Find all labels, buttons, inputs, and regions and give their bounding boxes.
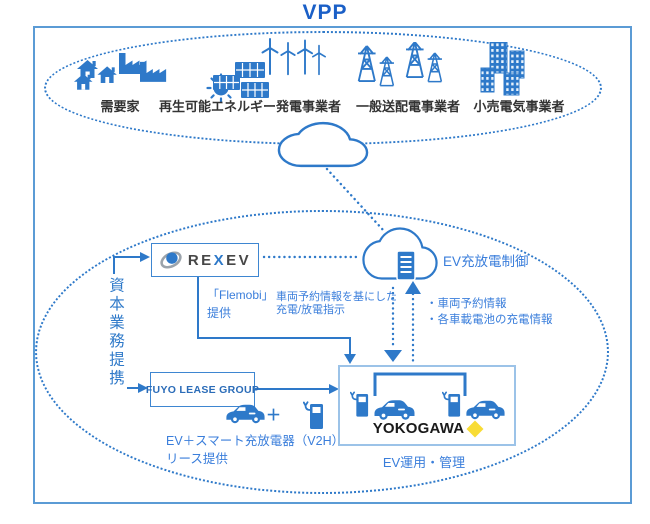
building-icon [503, 72, 520, 96]
transmission-tower-icon [405, 42, 424, 79]
car-icon [466, 400, 505, 420]
transmission-tower-icon [427, 52, 443, 83]
label-info-2: ・各車載電池の充電情報 [426, 314, 553, 326]
yokogawa-box: YOKOGAWA [338, 365, 516, 446]
fuyo-brand: FUYO LEASE GROUP [145, 383, 260, 396]
wind-turbine-icon [296, 39, 314, 75]
ev-charger-icon [442, 391, 461, 417]
rexev-brand: REXEV [188, 252, 251, 269]
ev-charger-icon [303, 401, 323, 429]
ev-charger-icon [350, 391, 369, 417]
house-icon [97, 66, 117, 83]
label-ev-operation: EV運用・管理 [382, 455, 466, 470]
label-lease-2: リース提供 [166, 452, 228, 466]
transmission-tower-icon [379, 56, 395, 87]
grid-cloud-icon [276, 121, 370, 168]
label-capital-alliance: 資本業務提携 [103, 274, 127, 391]
car-icon [226, 404, 265, 424]
yokogawa-brandrow: YOKOGAWA [340, 420, 514, 437]
transmission-tower-icon [357, 45, 376, 83]
label-renewable: 再生可能エネルギー発電事業者 [158, 99, 342, 114]
yokogawa-diamond-icon [466, 420, 484, 437]
server-icon [396, 250, 416, 281]
house-icon [74, 73, 93, 90]
transmission-icons [357, 42, 443, 87]
solar-panel-icon [213, 75, 240, 90]
solar-panel-icon [235, 62, 265, 78]
wind-turbine-icon [312, 44, 326, 76]
retail-icons [480, 42, 525, 96]
label-retail: 小売電気事業者 [473, 99, 565, 114]
consumers-icons [74, 53, 167, 90]
label-info-1: ・車両予約情報 [426, 298, 507, 310]
label-ev-control: EV充放電制御 [443, 254, 529, 269]
label-instruction-2: 充電/放電指示 [276, 304, 346, 316]
label-consumers: 需要家 [100, 99, 140, 114]
partners-ellipse [35, 210, 609, 494]
wind-turbine-icon [280, 41, 296, 76]
factory-icon [140, 61, 167, 82]
rexev-logo-icon [160, 251, 182, 269]
outer-frame [33, 26, 632, 504]
renewable-icons [206, 38, 326, 103]
label-transmission: 一般送配電事業者 [355, 99, 461, 114]
rexev-brand-x: X [213, 251, 227, 269]
factory-icon [119, 53, 147, 74]
yokogawa-brand: YOKOGAWA [372, 420, 465, 437]
label-lease-1: EV＋スマート充放電器（V2H） [166, 434, 345, 448]
solar-panel-icon [241, 82, 269, 98]
building-icon [489, 42, 508, 74]
plus-sign: ＋ [266, 407, 282, 424]
rexev-brand-re: RE [187, 251, 214, 269]
wind-turbine-icon [261, 38, 279, 75]
car-icon [374, 400, 415, 420]
rexev-box: REXEV [151, 243, 259, 277]
house-icon [77, 60, 98, 78]
rexev-brand-ev: EV [226, 251, 252, 269]
label-flemobi: 「Flemobi」 [207, 288, 274, 302]
label-flemobi-provide: 提供 [207, 306, 232, 320]
diagram-title: VPP [302, 1, 348, 24]
canopy-icon [373, 372, 467, 396]
building-icon [480, 67, 495, 93]
